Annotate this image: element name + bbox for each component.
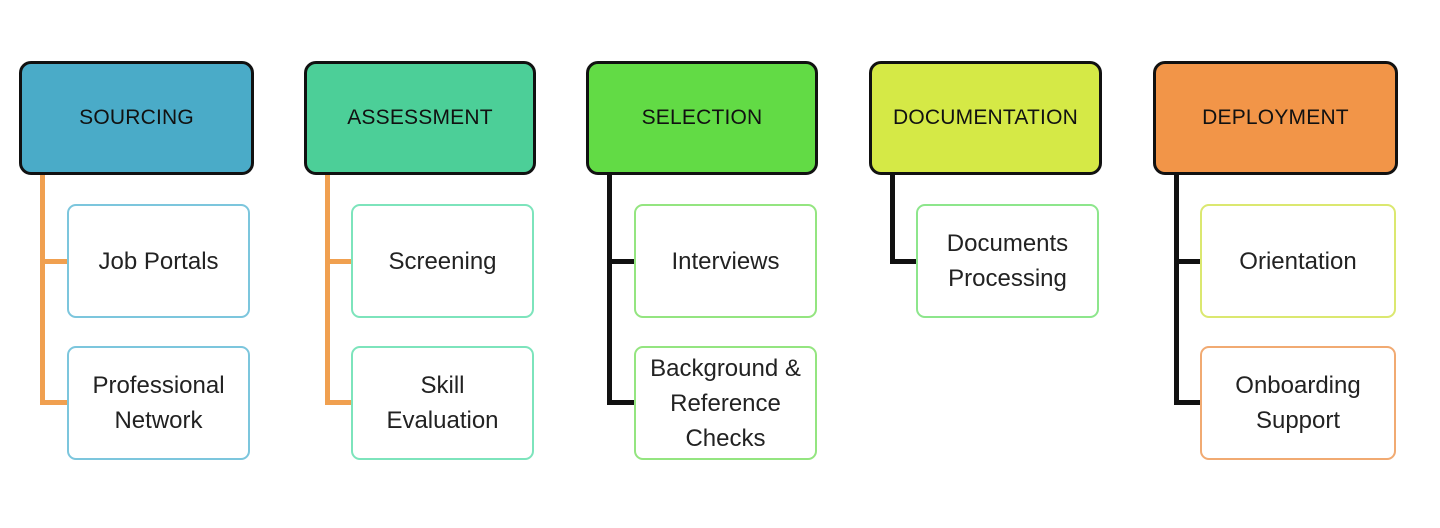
stage-item-professional-network: Professional Network <box>67 346 250 460</box>
stage-header-assessment: ASSESSMENT <box>304 61 536 175</box>
deployment-connector-branch-1 <box>1174 259 1202 264</box>
stage-item-skill-evaluation: Skill Evaluation <box>351 346 534 460</box>
selection-connector-vertical <box>607 175 612 404</box>
stage-item-job-portals: Job Portals <box>67 204 250 318</box>
assessment-connector-branch-2 <box>325 400 353 405</box>
stage-item-onboarding-support: Onboarding Support <box>1200 346 1396 460</box>
sourcing-connector-branch-1 <box>40 259 68 264</box>
stage-header-documentation: DOCUMENTATION <box>869 61 1102 175</box>
selection-connector-branch-1 <box>607 259 635 264</box>
assessment-connector-vertical <box>325 175 330 404</box>
stage-item-orientation: Orientation <box>1200 204 1396 318</box>
stage-header-sourcing: SOURCING <box>19 61 254 175</box>
documentation-connector-vertical <box>890 175 895 263</box>
stage-item-background-reference-checks: Background & Reference Checks <box>634 346 817 460</box>
stage-item-documents-processing: Documents Processing <box>916 204 1099 318</box>
deployment-connector-branch-2 <box>1174 400 1202 405</box>
documentation-connector-branch-1 <box>890 259 918 264</box>
stage-header-deployment: DEPLOYMENT <box>1153 61 1398 175</box>
assessment-connector-branch-1 <box>325 259 353 264</box>
deployment-connector-vertical <box>1174 175 1179 404</box>
stage-item-screening: Screening <box>351 204 534 318</box>
stage-header-selection: SELECTION <box>586 61 818 175</box>
sourcing-connector-vertical <box>40 175 45 404</box>
stage-item-interviews: Interviews <box>634 204 817 318</box>
selection-connector-branch-2 <box>607 400 635 405</box>
sourcing-connector-branch-2 <box>40 400 68 405</box>
